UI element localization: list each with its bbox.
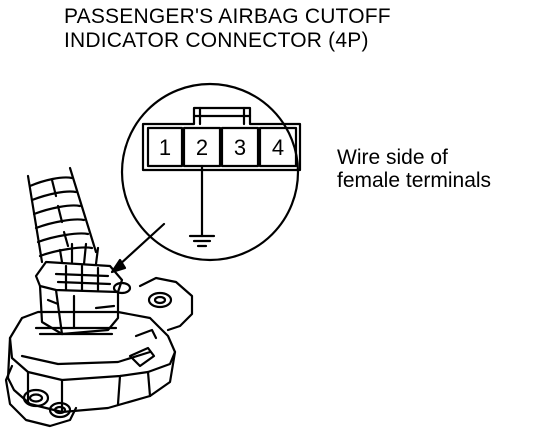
side-label-line-2: female terminals (337, 169, 492, 192)
pin-label-2: 2 (196, 135, 208, 160)
pin-label-3: 3 (234, 135, 246, 160)
harness-plug (34, 242, 124, 336)
pin-label-4: 4 (272, 135, 284, 160)
pin-labels: 1 2 3 4 (159, 135, 284, 160)
connector-housing (4, 276, 194, 428)
title-line-2: INDICATOR CONNECTOR (4P) (64, 29, 369, 52)
magnified-view (120, 82, 302, 262)
wire-harness (26, 166, 98, 264)
pin-label-1: 1 (159, 135, 171, 160)
leader-arrow (110, 222, 166, 274)
side-label-line-1: Wire side of (337, 146, 448, 169)
title-line-1: PASSENGER'S AIRBAG CUTOFF (64, 5, 391, 28)
